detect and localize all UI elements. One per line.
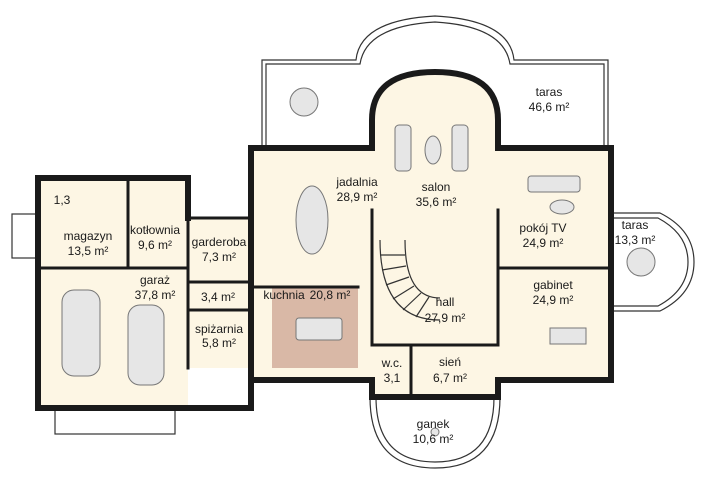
label-jadalnia-area: 28,9 m² [337,190,378,204]
sofa-left [394,124,412,172]
car-2 [127,304,165,386]
tv-table [549,199,575,215]
terrace-table-right [626,247,656,277]
label-garaz-area: 37,8 m² [135,288,176,302]
label-taras-top-name: taras [536,85,563,99]
ganek-outline [369,396,501,469]
wall-magazyn-kotlownia [36,176,187,270]
terrace-table-top [289,87,319,117]
wall-left-wing [35,175,254,411]
label-taras-top-area: 46,6 m² [529,100,570,114]
label-wc-area: 3,1 [384,371,401,385]
label-hall-area: 27,9 m² [425,311,466,325]
stair-curve-outer [379,239,441,321]
label-hall-name: hall [436,295,455,309]
sofa-right [451,124,469,172]
desk [549,327,587,345]
label-kotlownia-area: 9,6 m² [138,238,172,252]
taras-right-outline-inner [611,217,689,307]
label-garaz-name: garaż [140,273,170,287]
side-step [11,213,39,259]
wall-main-outer [248,145,614,383]
walls [35,68,614,411]
label-pokoj-tv-area: 24,9 m² [523,236,564,250]
label-gabinet-name: gabinet [533,278,573,292]
tv-sofa [527,175,581,193]
floor-service-block [185,218,251,368]
label-kuchnia-name: kuchnia [263,288,305,302]
label-wc-name: w.c. [381,356,403,370]
label-jadalnia-name: jadalnia [335,175,378,189]
label-salon-area: 35,6 m² [416,195,457,209]
label-taras-right-name: taras [622,218,649,232]
stair-curve-inner [404,239,441,299]
ganek-outline-inner [375,396,495,463]
dining-table [295,185,329,255]
label-sien-area: 6,7 m² [433,371,467,385]
label-garderoba-name: garderoba [192,235,247,249]
wall-entrance [369,377,501,400]
taras-top-outline-inner [265,21,605,148]
car-1 [61,289,101,377]
label-gabinet-area: 24,9 m² [533,293,574,307]
salon-table [424,135,442,165]
label-garderoba-area: 7,3 m² [202,250,236,264]
label-ganek-name: ganek [417,417,451,431]
label-taras-right-area: 13,3 m² [615,233,656,247]
label-spizarnia-name: spiżarnia [195,322,243,336]
garage-apron [54,407,176,435]
wall-salon-bay [369,68,501,151]
label-spizarnia-area: 5,8 m² [202,336,236,350]
label-ganek-area: 10,6 m² [413,432,454,446]
label-kotlownia-name: kotłownia [130,223,180,237]
taras-top-outline [261,15,609,148]
label-kuchnia-area: 20,8 m² [310,288,351,302]
label-salon-name: salon [422,180,451,194]
label-magazyn-area: 13,5 m² [68,244,109,258]
wall-interior [249,208,613,399]
wall-service [186,216,253,370]
room-labels: magazyn 13,5 m² 1,3 kotłownia 9,6 m² gar… [54,85,656,446]
label-magazyn-small-area: 1,3 [54,193,71,207]
label-magazyn-name: magazyn [64,229,113,243]
ganek-plant [430,427,440,437]
taras-right-outline [611,212,695,312]
label-korytarz-area: 3,4 m² [201,290,235,304]
staircase [379,239,441,321]
furniture [61,87,656,437]
floor-entrance [370,345,498,397]
label-sien-name: sień [439,355,461,369]
terraces [11,15,695,469]
kitchen-island [295,317,343,341]
label-pokoj-tv-name: pokój TV [519,221,566,235]
